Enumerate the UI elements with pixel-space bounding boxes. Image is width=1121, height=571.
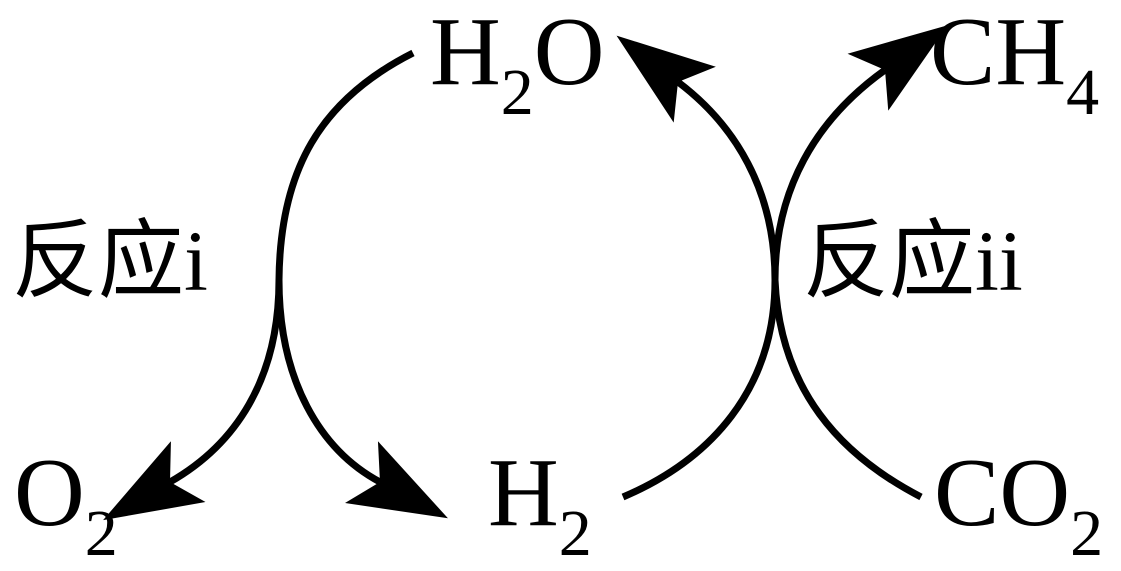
reaction-ii-label: 反应ii [803,213,1023,309]
arrow-reaction-i-to-h2 [275,279,448,519]
arrow-h2-to-h2o [616,35,779,501]
arrow-reaction-i-to-o2 [103,279,283,521]
species-h2: H2 [488,439,592,570]
species-o2: O2 [14,439,118,570]
arrow-co2-to-ch4 [771,25,948,501]
species-h2o: H2O [430,0,605,129]
species-ch4: CH4 [930,0,1099,129]
arrow-h2o-to-reaction-i [275,49,415,281]
reaction-i-label: 反应i [12,213,208,309]
species-co2: CO2 [934,439,1103,570]
